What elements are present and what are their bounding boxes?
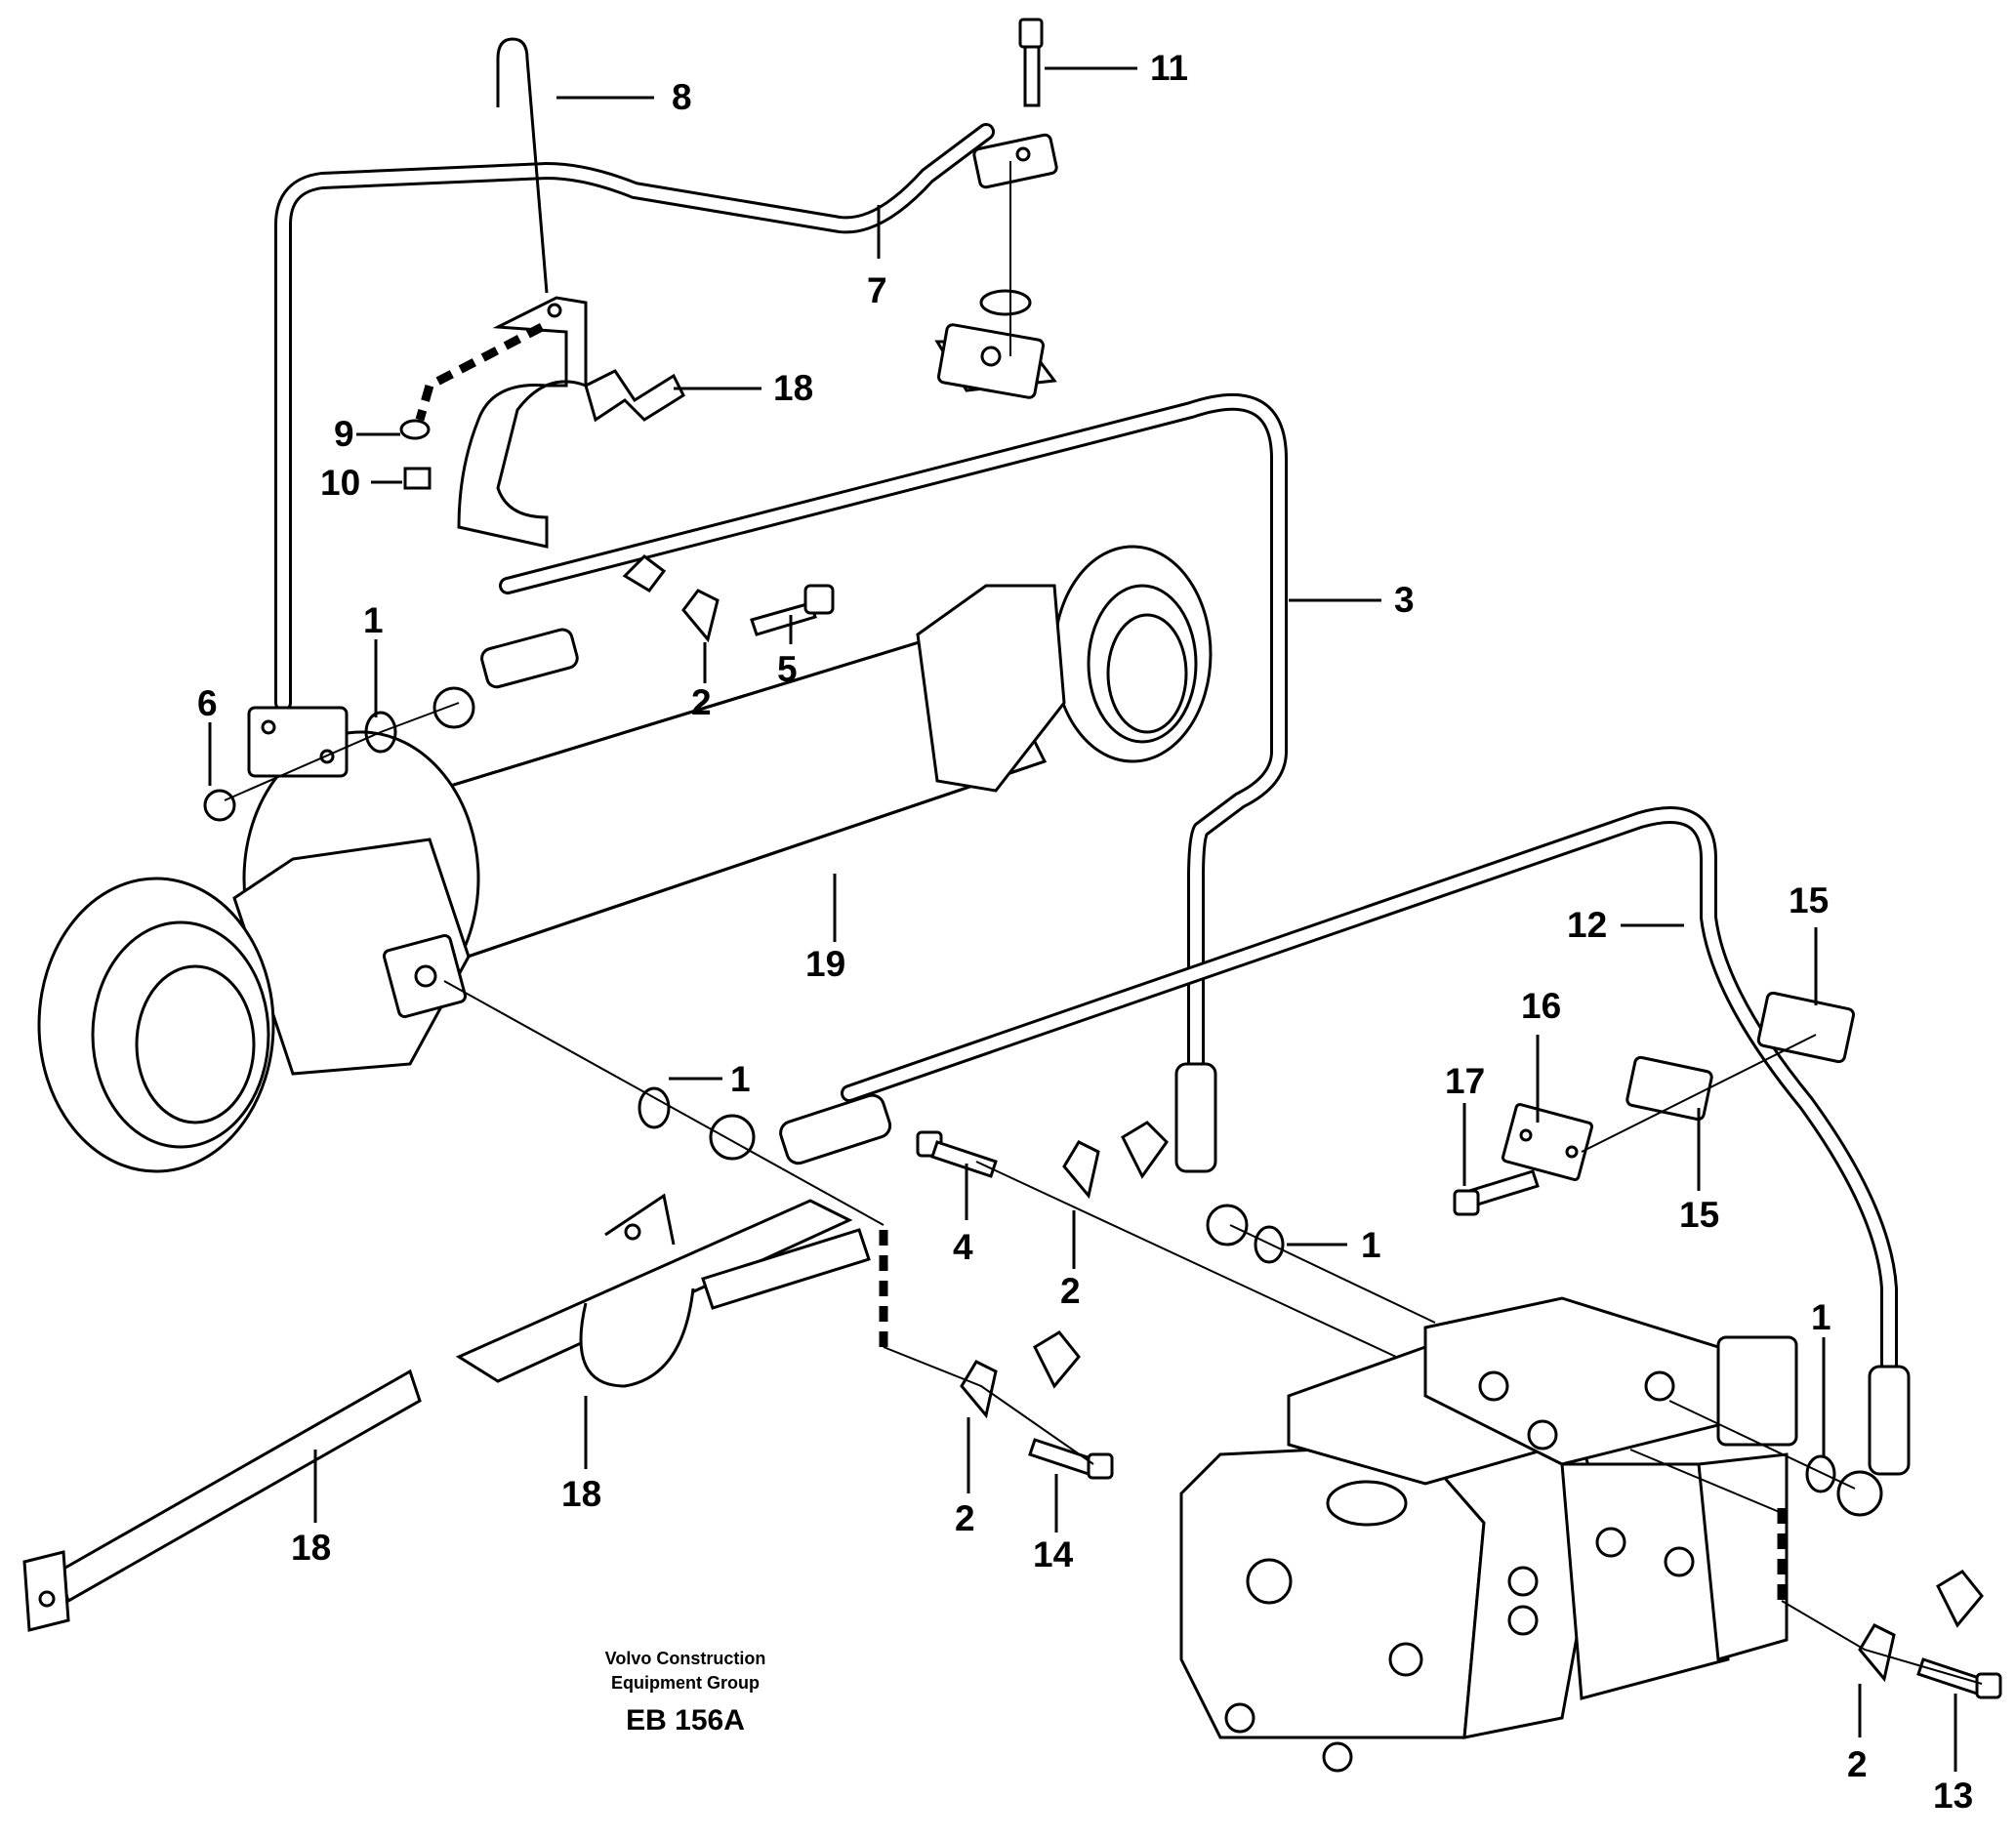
callout-label: 14	[1033, 1534, 1074, 1574]
callout-label: 19	[805, 944, 845, 984]
callout-label: 15	[1679, 1195, 1719, 1235]
callouts: 11 8 7 18 9 10 3 1 6 2 5 19 12 15 16 17 …	[197, 48, 1973, 1816]
hydraulic-cylinder	[37, 323, 1213, 1173]
hose-7	[247, 123, 1058, 778]
callout-label: 3	[1394, 580, 1415, 620]
callout-label: 2	[1847, 1744, 1868, 1784]
clamp-bracket-18-lower	[455, 1193, 871, 1388]
callout-label: 8	[672, 77, 692, 117]
callout-label: 1	[730, 1059, 751, 1099]
hose-12	[709, 806, 1911, 1517]
callout-label: 1	[1361, 1225, 1381, 1265]
callout-label: 15	[1789, 880, 1829, 920]
control-valve-block	[1179, 1296, 1798, 1773]
callout-label: 10	[320, 463, 360, 503]
callout-label: 13	[1933, 1776, 1973, 1816]
callout-label: 2	[955, 1498, 975, 1538]
callout-label: 7	[867, 270, 887, 310]
callout-label: 18	[773, 368, 813, 408]
small-parts	[203, 18, 2002, 1699]
callout-label: 1	[363, 600, 384, 640]
company-name-line1: Volvo Construction	[605, 1649, 766, 1668]
company-name-line2: Equipment Group	[611, 1673, 760, 1693]
leader-lines	[208, 66, 1957, 1772]
hose-3	[432, 392, 1288, 1246]
callout-label: 5	[777, 649, 798, 689]
callout-label: 2	[691, 682, 712, 722]
drawing-code: EB 156A	[626, 1704, 745, 1737]
callout-label: 18	[291, 1528, 331, 1568]
callout-label: 18	[561, 1474, 601, 1514]
callout-label: 12	[1567, 905, 1607, 945]
footer: Volvo Construction Equipment Group EB 15…	[605, 1649, 766, 1737]
callout-label: 6	[197, 683, 218, 723]
callout-label: 9	[334, 414, 354, 454]
callout-label: 11	[1150, 48, 1188, 88]
callout-label: 1	[1811, 1297, 1831, 1337]
strip-bracket-18	[22, 1369, 422, 1632]
clamp-bracket-18-top	[415, 296, 685, 549]
callout-label: 16	[1521, 986, 1561, 1026]
callout-label: 4	[953, 1227, 973, 1267]
callout-label: 17	[1445, 1061, 1485, 1101]
callout-label: 2	[1060, 1271, 1081, 1311]
